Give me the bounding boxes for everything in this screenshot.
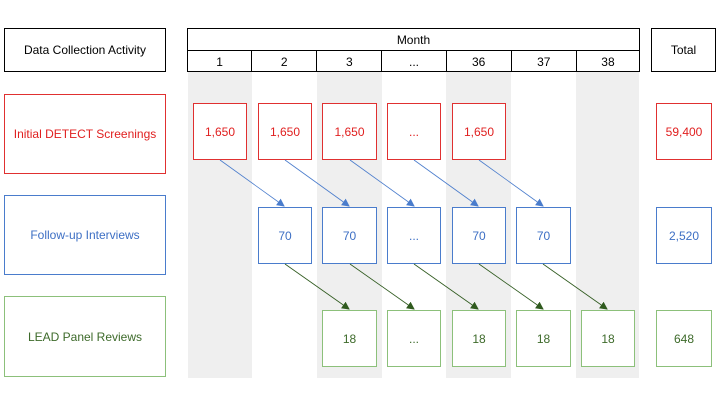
row-label-interviews: Follow-up Interviews (4, 195, 166, 275)
row-label-reviews-text: LEAD Panel Reviews (27, 329, 143, 344)
row-label-screenings: Initial DETECT Screenings (4, 94, 166, 174)
arrow-interview-to-review (542, 263, 608, 310)
row-label-interviews-text: Follow-up Interviews (30, 228, 140, 242)
interview-box-ellipsis: ... (387, 207, 441, 264)
review-box-month-38: 18 (581, 310, 635, 367)
screening-box-ellipsis: ... (387, 103, 441, 160)
arrow-interview-to-review (284, 263, 350, 310)
month-cell: 37 (512, 51, 577, 72)
total-reviews: 648 (656, 310, 712, 367)
activity-header: Data Collection Activity (4, 28, 166, 72)
month-number-row: 1 2 3 ... 36 37 38 (188, 51, 639, 72)
month-cell: 3 (317, 51, 383, 72)
month-header-title: Month (188, 29, 639, 51)
interview-box-month-36: 70 (452, 207, 506, 264)
arrow-screening-to-interview (219, 159, 285, 207)
total-header-label: Total (670, 43, 697, 57)
month-cell: 1 (188, 51, 253, 72)
month-cell: ... (382, 51, 447, 72)
interview-box-month-3: 70 (322, 207, 377, 264)
month-header: Month 1 2 3 ... 36 37 38 (187, 28, 640, 72)
interview-box-month-2: 70 (258, 207, 312, 264)
review-box-month-3: 18 (322, 310, 377, 367)
arrow-screening-to-interview (349, 159, 415, 207)
screening-box-month-36: 1,650 (452, 103, 506, 160)
arrow-interview-to-review (349, 263, 415, 310)
row-label-screenings-text: Initial DETECT Screenings (13, 127, 157, 141)
total-screenings: 59,400 (656, 103, 712, 160)
review-box-ellipsis: ... (387, 310, 441, 367)
month-cell: 38 (601, 54, 615, 69)
review-box-month-36: 18 (452, 310, 506, 367)
review-box-month-37: 18 (516, 310, 571, 367)
arrow-screening-to-interview (284, 159, 350, 207)
total-header: Total (651, 28, 716, 72)
activity-header-label: Data Collection Activity (23, 43, 147, 57)
month-cell: 2 (252, 51, 318, 72)
screening-box-month-3: 1,650 (322, 103, 377, 160)
arrow-screening-to-interview (413, 159, 479, 207)
row-label-reviews: LEAD Panel Reviews (4, 296, 166, 377)
month-cell: 36 (447, 51, 512, 72)
total-interviews: 2,520 (656, 207, 712, 264)
screening-box-month-1: 1,650 (193, 103, 247, 160)
arrow-screening-to-interview (478, 159, 544, 207)
screening-box-month-2: 1,650 (258, 103, 312, 160)
arrow-interview-to-review (413, 263, 479, 310)
interview-box-month-37: 70 (516, 207, 571, 264)
month-header-label: Month (396, 32, 431, 47)
arrow-interview-to-review (478, 263, 544, 310)
